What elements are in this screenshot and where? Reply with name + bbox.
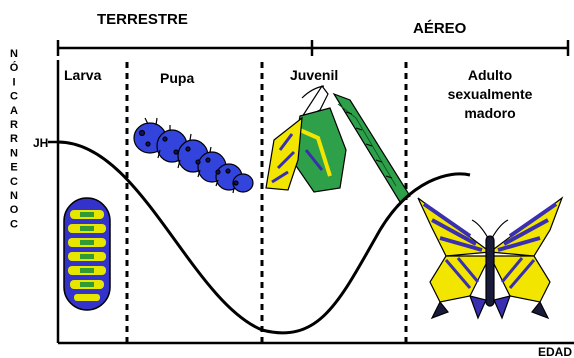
stage-label-adult-3: madoro — [464, 105, 515, 121]
larva-illustration — [64, 198, 110, 310]
stage-dividers — [127, 62, 406, 343]
phase-bracket — [58, 40, 568, 56]
stage-label-pupa: Pupa — [160, 70, 194, 86]
juvenile-illustration — [266, 86, 410, 202]
stage-label-adult-2: sexualmente — [448, 86, 533, 102]
adult-butterfly-illustration — [418, 198, 562, 318]
stage-label-adult-1: Adulto — [468, 67, 512, 83]
stage-label-larva: Larva — [64, 67, 102, 83]
phase-label-terrestrial: TERRESTRE — [97, 11, 188, 28]
pupa-illustration — [134, 118, 253, 193]
x-axis-label: EDAD — [538, 345, 572, 358]
y-axis-marker-jh: JH — [33, 136, 48, 150]
stage-label-juvenile: Juvenil — [290, 67, 338, 83]
phase-label-aerial: AÉREO — [413, 20, 467, 37]
jh-concentration-curve — [58, 142, 470, 333]
